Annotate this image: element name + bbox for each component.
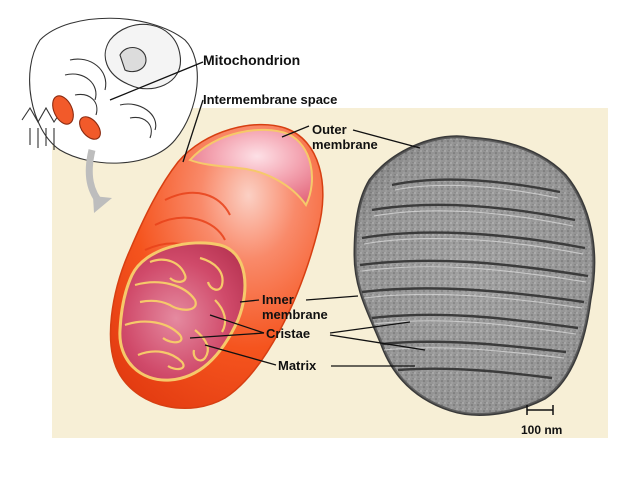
mitochondrion-illustration <box>109 123 324 410</box>
arrow-head <box>93 196 112 213</box>
title-label: Mitochondrion <box>203 52 301 68</box>
cell-sketch <box>21 17 198 164</box>
leader-lines <box>109 61 426 367</box>
inner-membrane-line2: membrane <box>262 307 328 322</box>
electron-micrograph <box>353 135 596 416</box>
intermembrane-space-label: Intermembrane space <box>203 92 338 107</box>
inner-membrane-label: Inner membrane <box>262 292 328 322</box>
inner-membrane-line1: Inner <box>262 292 294 307</box>
scale-bar <box>526 405 554 415</box>
outer-membrane-label: Outer membrane <box>312 122 378 152</box>
outer-membrane-line1: Outer <box>312 122 347 137</box>
outer-membrane-line2: membrane <box>312 137 378 152</box>
cristae-label: Cristae <box>266 326 311 341</box>
matrix-label: Matrix <box>278 358 317 373</box>
scale-label: 100 nm <box>521 423 563 437</box>
